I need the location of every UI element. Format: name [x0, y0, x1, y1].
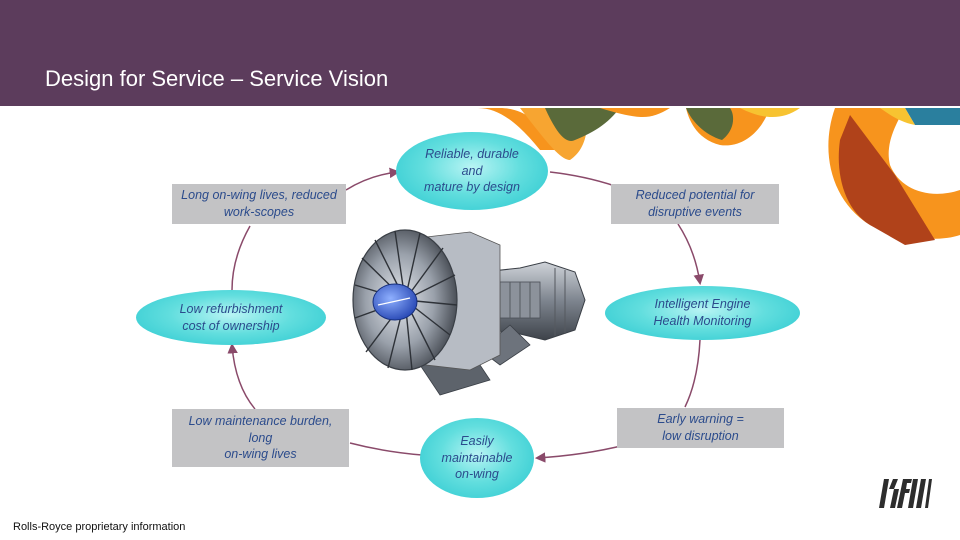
node-low-refurbishment: Low refurbishment cost of ownership [136, 290, 326, 345]
olive-orange-swirl-center [686, 108, 800, 146]
node-low-maintenance: Low maintenance burden, long on-wing liv… [172, 409, 349, 467]
node-easily-maintainable: Easily maintainable on-wing [420, 418, 534, 498]
node-early-warning-text: Early warning = low disruption [657, 412, 744, 443]
engine-fan [352, 229, 501, 371]
header-bar: Design for Service – Service Vision [0, 0, 960, 106]
node-intelligent-engine-text: Intelligent Engine Health Monitoring [653, 297, 752, 328]
arrow-reliable-to-reduced [549, 171, 616, 187]
arrow-easily-to-lowmaint [349, 442, 423, 456]
orange-swirl-left [478, 108, 670, 160]
arrow-early-to-easily [534, 444, 626, 463]
node-low-refurbishment-text: Low refurbishment cost of ownership [179, 301, 283, 333]
arrow-reduced-to-intelligent [677, 223, 704, 286]
slide-title: Design for Service – Service Vision [45, 66, 389, 91]
footer-text: Rolls-Royce proprietary information [13, 521, 186, 533]
node-easily-maintainable-text: Easily maintainable on-wing [441, 433, 513, 482]
arrow-lowmaint-to-refurb [227, 342, 256, 410]
node-intelligent-engine: Intelligent Engine Health Monitoring [605, 286, 800, 340]
node-long-on-wing: Long on-wing lives, reduced work-scopes [172, 184, 346, 224]
node-low-maintenance-text: Low maintenance burden, long on-wing liv… [188, 413, 333, 462]
arrow-intelligent-to-early [684, 339, 701, 408]
node-reliable-durable-text: Reliable, durable and mature by design [424, 146, 520, 195]
arrow-refurb-to-longonwing [231, 225, 251, 291]
node-long-on-wing-text: Long on-wing lives, reduced work-scopes [181, 188, 337, 219]
node-reduced-potential-text: Reduced potential for disruptive events [635, 188, 755, 219]
node-reduced-potential: Reduced potential for disruptive events [611, 184, 779, 224]
orange-swirl-right [828, 108, 960, 245]
node-early-warning: Early warning = low disruption [617, 408, 784, 448]
arrow-longonwing-to-reliable [345, 167, 401, 191]
node-reliable-durable: Reliable, durable and mature by design [396, 132, 548, 210]
